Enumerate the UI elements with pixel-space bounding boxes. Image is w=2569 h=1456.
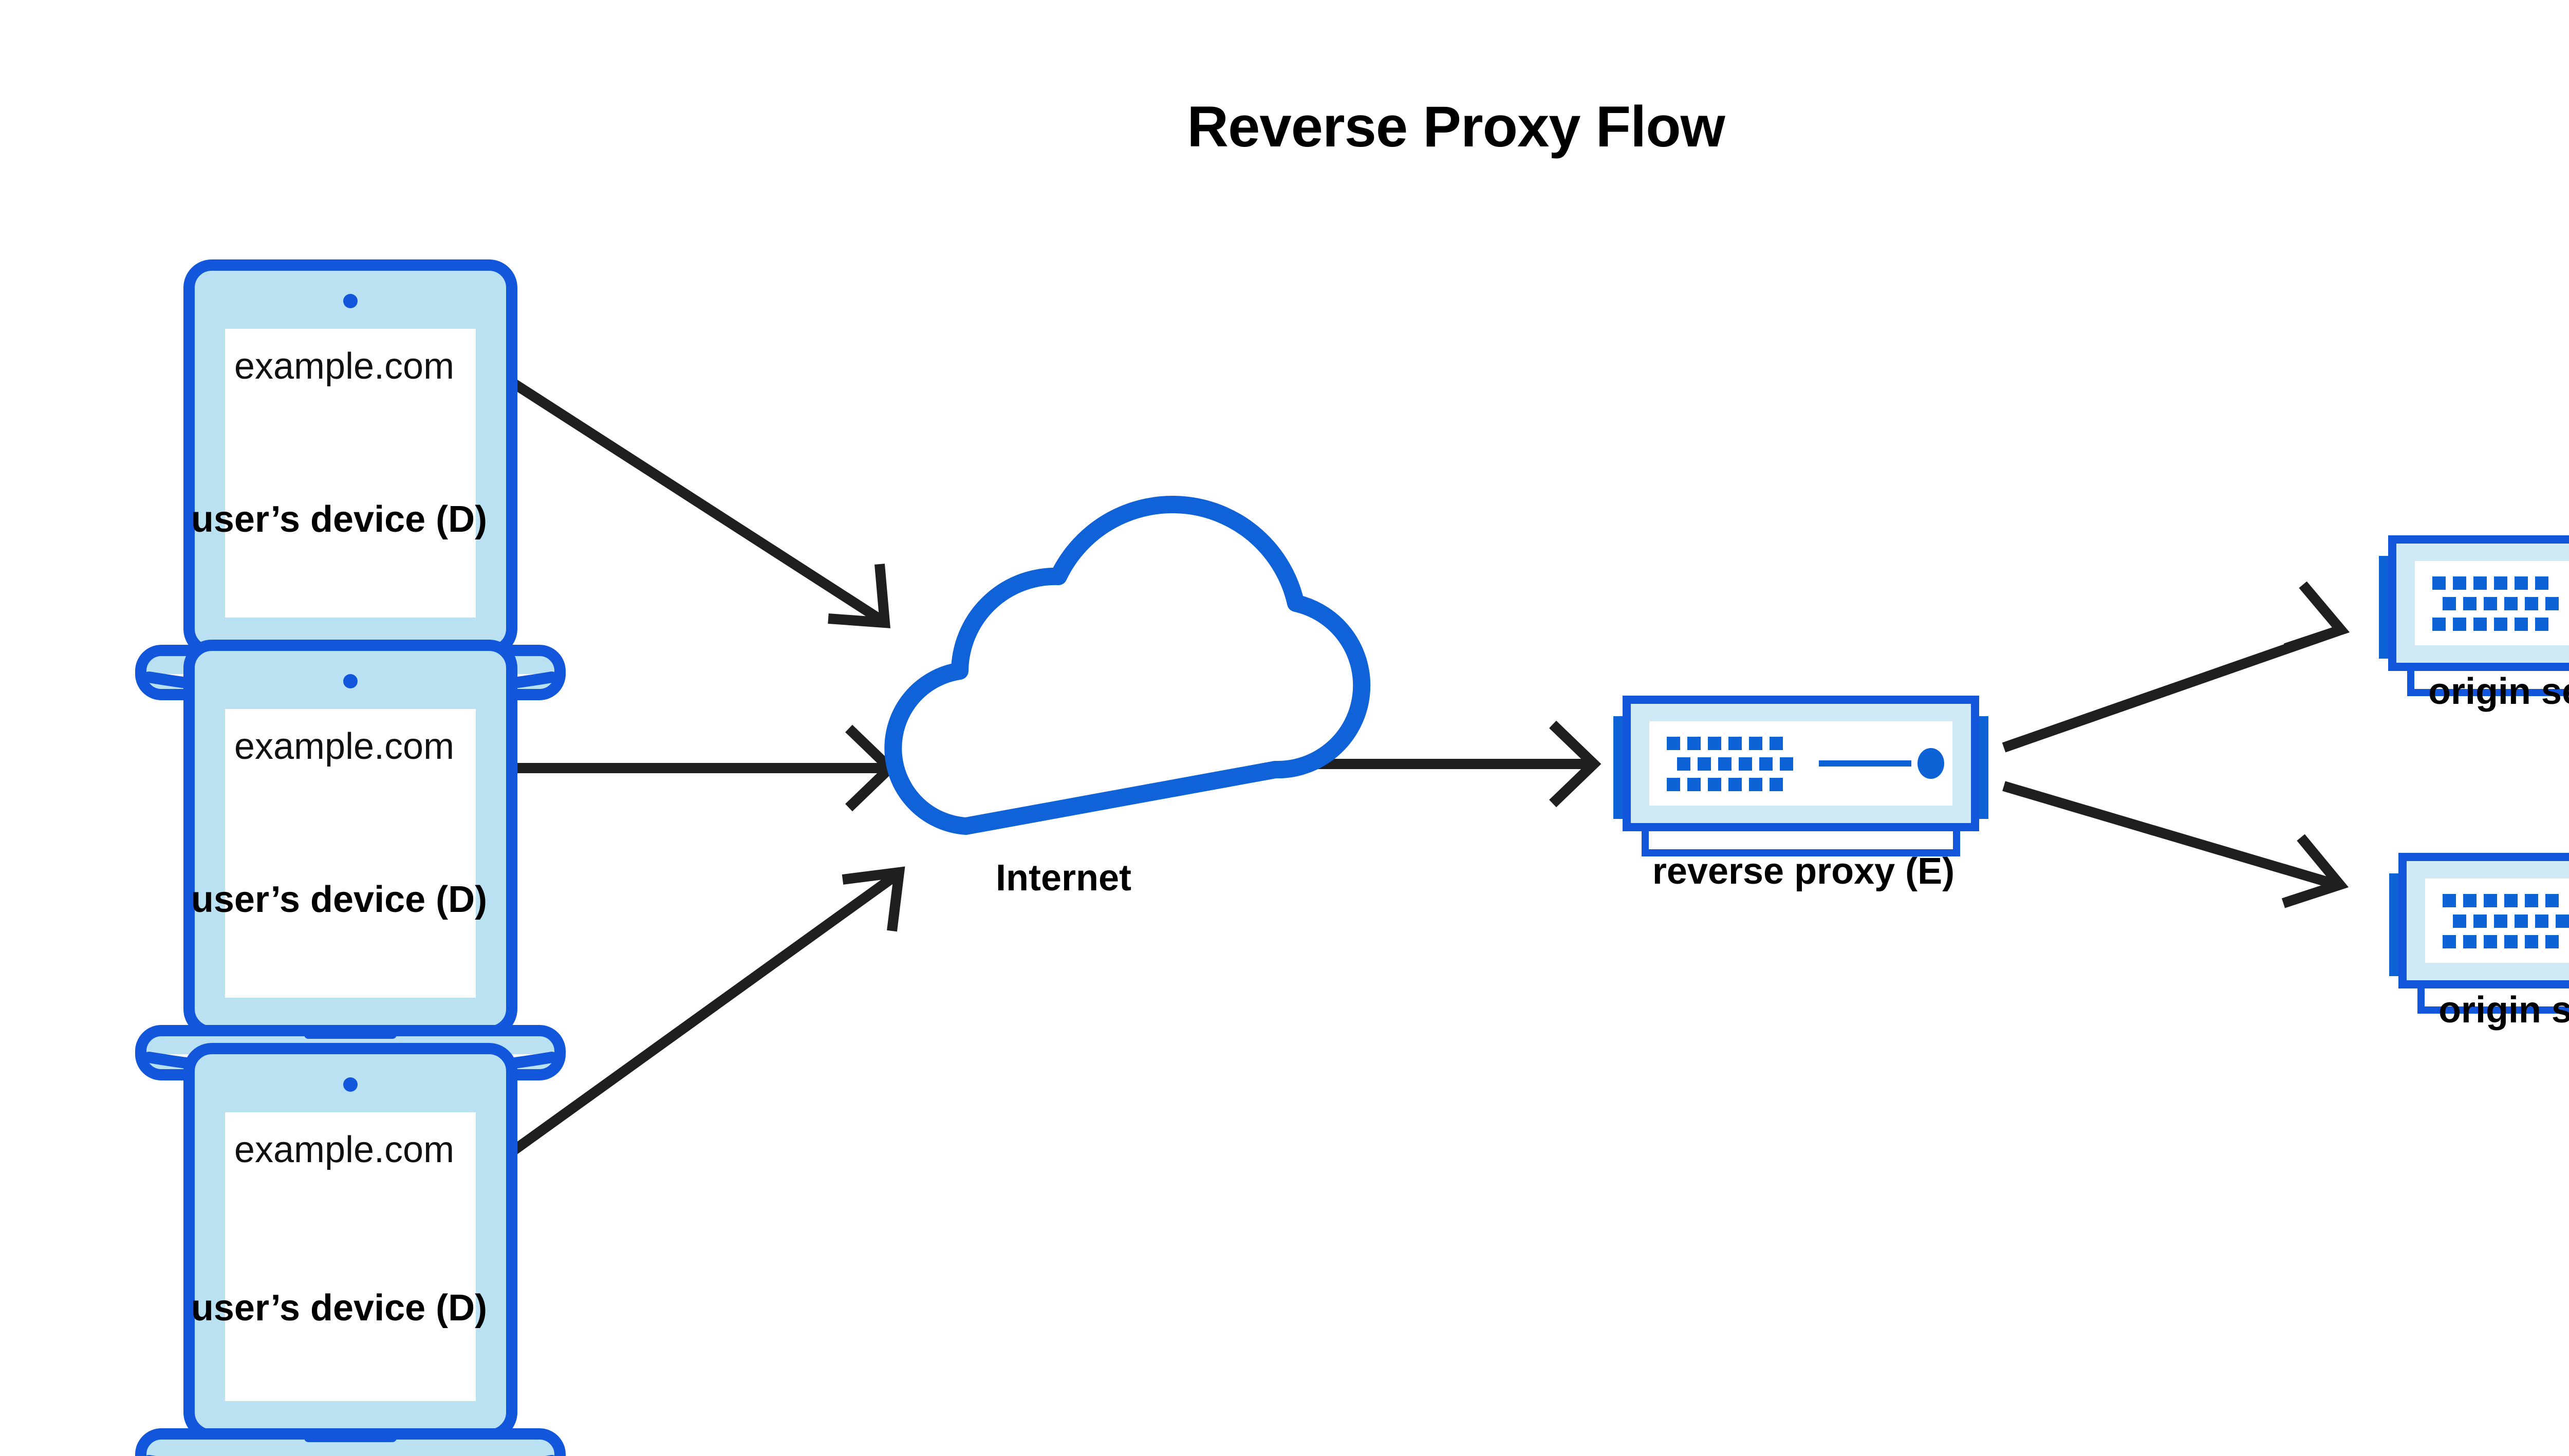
edge-proxy-to-origin-top xyxy=(2002,581,2350,753)
edge-proxy-to-origin-bottom xyxy=(2002,781,2349,908)
laptop-icon xyxy=(141,265,560,695)
edge-client-top-to-internet xyxy=(506,376,890,628)
server-icon xyxy=(1613,700,1988,853)
laptop-screen-url: example.com xyxy=(234,1129,455,1170)
edge-client-middle-to-internet xyxy=(502,724,898,812)
label-origin-server: origin server (F) xyxy=(2438,990,2569,1031)
laptop-screen-url: example.com xyxy=(234,726,455,767)
laptop-screen-url: example.com xyxy=(234,346,455,387)
label-user-device: user’s device (D) xyxy=(191,499,488,540)
label-user-device: user’s device (D) xyxy=(191,1287,488,1329)
label-user-device: user’s device (D) xyxy=(191,879,488,920)
server-icon xyxy=(2389,857,2569,1010)
laptop-icon xyxy=(141,1049,560,1456)
edge-client-bottom-to-internet xyxy=(503,866,905,1161)
label-reverse-proxy: reverse proxy (E) xyxy=(1652,851,1955,892)
label-internet: Internet xyxy=(995,857,1132,899)
label-origin-server: origin server (F) xyxy=(2428,671,2569,712)
cloud-icon xyxy=(884,496,1371,835)
laptop-icon xyxy=(141,645,560,1075)
server-icon xyxy=(2379,539,2569,693)
page-title: Reverse Proxy Flow xyxy=(1187,95,1725,159)
